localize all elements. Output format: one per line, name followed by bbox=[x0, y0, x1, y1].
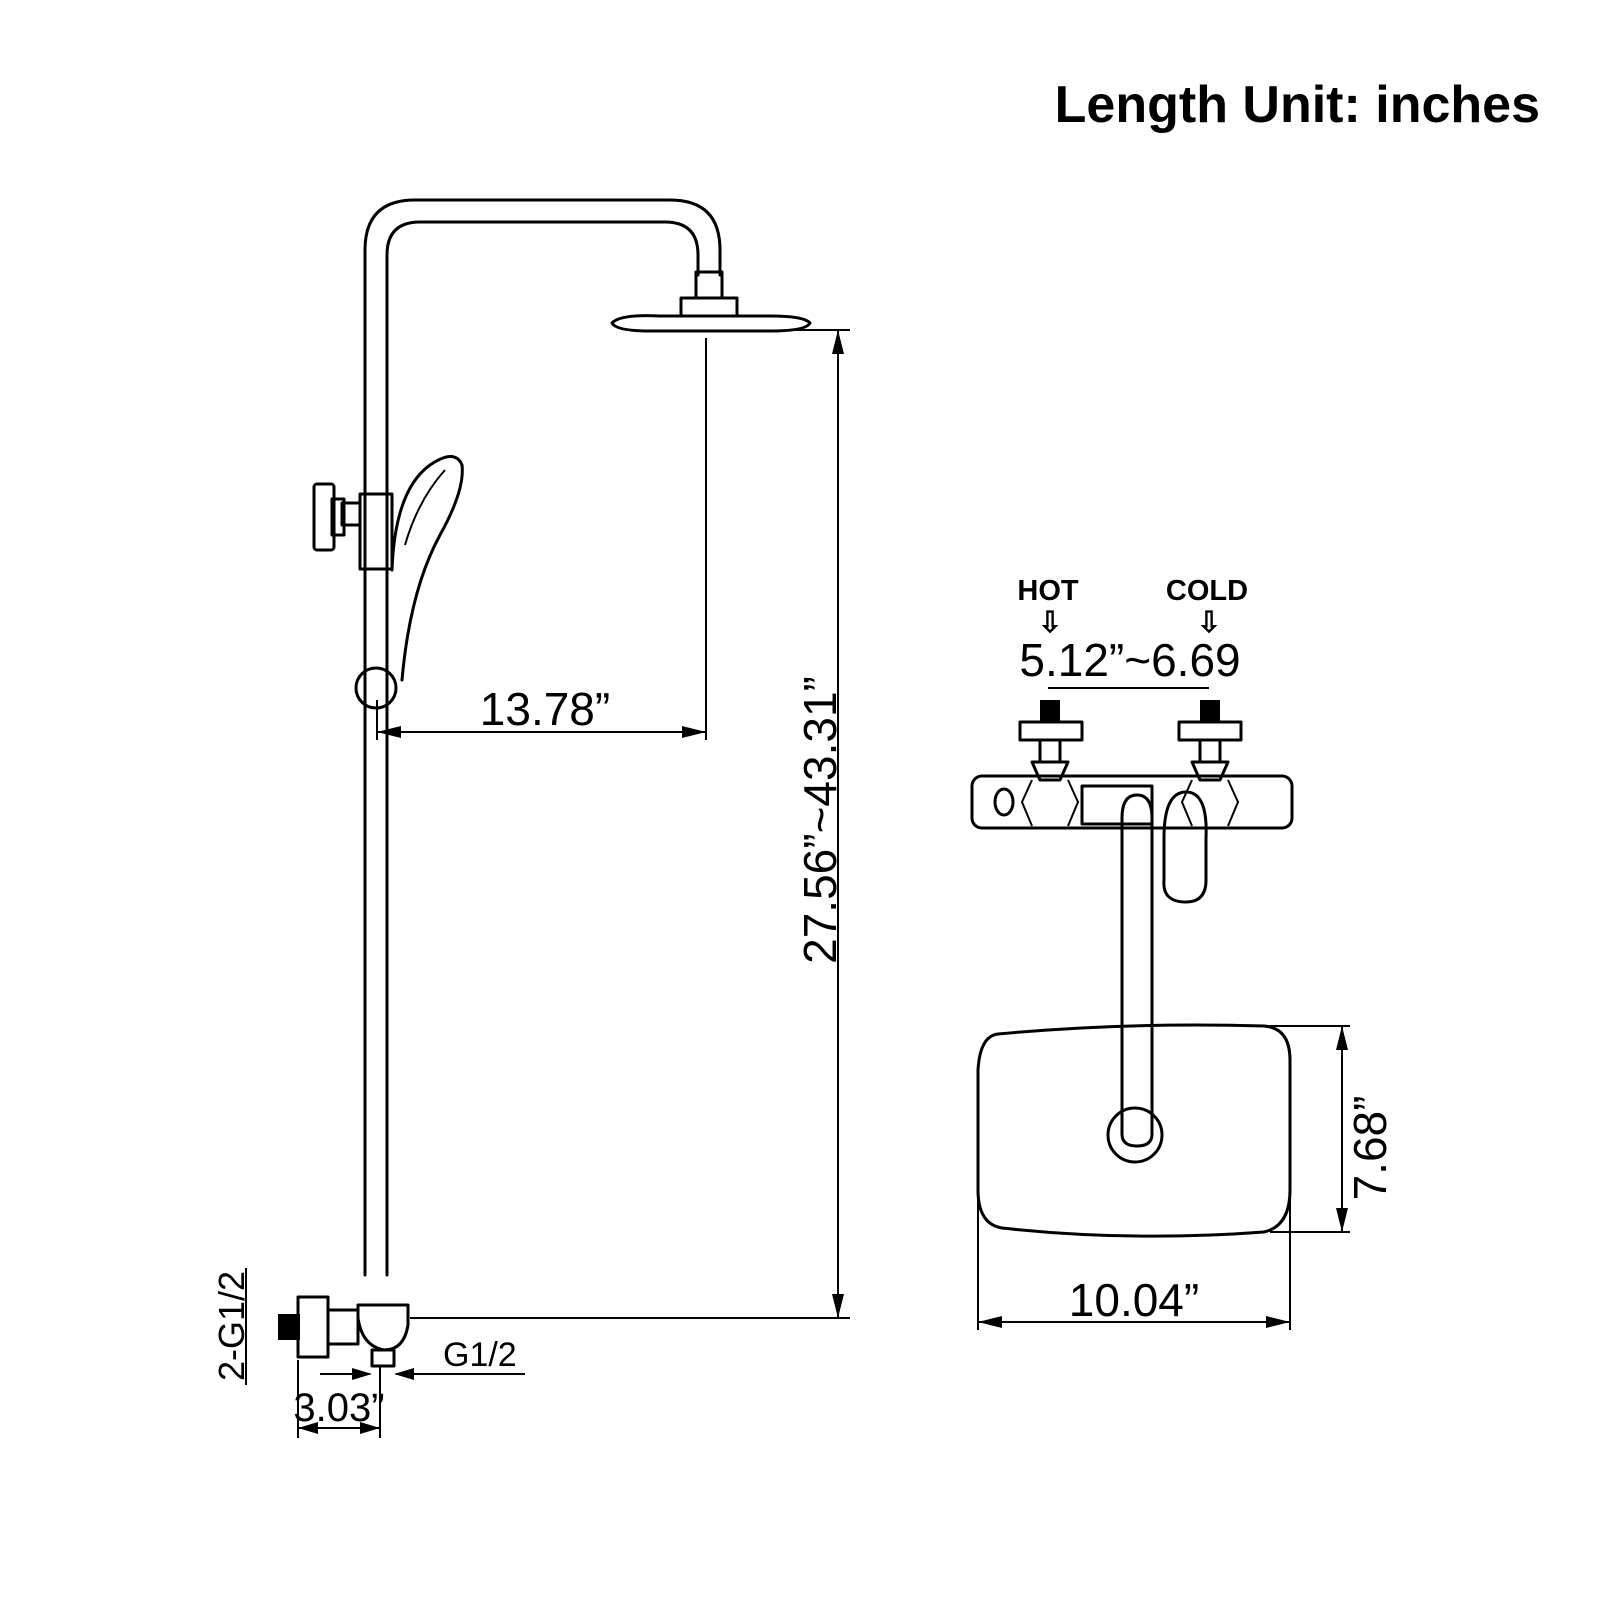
cold-body-taper-right bbox=[1227, 779, 1240, 827]
column-top-view bbox=[1120, 793, 1154, 1136]
height-arrow-bottom bbox=[832, 1294, 844, 1318]
diverter-outlet bbox=[370, 1348, 396, 1368]
depth-arrow-bottom bbox=[1336, 1208, 1348, 1232]
holder-knob-stem bbox=[330, 497, 346, 537]
depth-arrow-top bbox=[1336, 1026, 1348, 1050]
cold-inlet-cap bbox=[1200, 700, 1220, 722]
diverter-body bbox=[356, 1303, 410, 1352]
offset-arrow-right bbox=[360, 1422, 380, 1434]
height-arrow-top bbox=[832, 330, 844, 354]
hot-inlet-stem bbox=[1038, 738, 1062, 764]
hot-body-taper bbox=[1020, 779, 1033, 827]
holder-knob bbox=[312, 482, 336, 552]
cold-inlet-stem bbox=[1198, 738, 1222, 764]
wall-flange bbox=[296, 1295, 330, 1359]
holder-clamp bbox=[358, 492, 394, 571]
offset-arrow-left bbox=[298, 1422, 318, 1434]
unit-label: Length Unit: inches bbox=[1055, 76, 1540, 134]
side-view: 13.78” 27.56”~43.31” 2-G1/2 G1/2 3.03” bbox=[211, 198, 850, 1438]
rain-shower-head bbox=[610, 314, 812, 333]
cold-inlet-nut bbox=[1190, 760, 1230, 782]
cold-down-arrow-icon: ⇩ bbox=[1197, 607, 1221, 639]
column-end-top-view bbox=[1120, 1132, 1154, 1148]
inlet-thread-wall: 2-G1/2 bbox=[211, 1271, 252, 1381]
shower-head-top-view bbox=[976, 1023, 1292, 1238]
head-swivel bbox=[679, 296, 739, 318]
diverter-block bbox=[1080, 784, 1154, 826]
shower-column-outline-inner bbox=[385, 220, 700, 1277]
hand-shower bbox=[390, 455, 464, 682]
hot-body-taper-right bbox=[1067, 779, 1080, 827]
mixer-valve-end-cap bbox=[993, 787, 1015, 817]
outlet-arrow-left bbox=[352, 1368, 372, 1380]
head-width-dimension: 10.04” bbox=[1069, 1274, 1199, 1326]
shower-column-outline-outer bbox=[363, 198, 722, 1277]
mixer-valve-body bbox=[970, 774, 1294, 830]
height-range-dimension: 27.56”~43.31” bbox=[794, 676, 846, 964]
inlet-pipe bbox=[278, 1314, 300, 1340]
arm-reach-dimension: 13.78” bbox=[480, 683, 610, 735]
holder-knob-neck bbox=[340, 501, 362, 527]
hot-inlet-flange bbox=[1018, 720, 1084, 742]
reach-arrow-left bbox=[377, 726, 401, 738]
cold-body-taper bbox=[1180, 779, 1193, 827]
width-arrow-left bbox=[978, 1316, 1002, 1328]
hand-shower-face bbox=[404, 469, 446, 546]
wall-offset-dimension: 3.03” bbox=[293, 1386, 384, 1430]
inlet-spacing-dimension: 5.12”~6.69 bbox=[1019, 634, 1240, 686]
hot-label: HOT bbox=[1017, 575, 1079, 607]
hand-shower-top-view bbox=[1162, 790, 1208, 904]
diverter-nut bbox=[326, 1308, 360, 1346]
outlet-thread: G1/2 bbox=[443, 1336, 517, 1374]
cold-label: COLD bbox=[1166, 575, 1248, 607]
head-connector bbox=[694, 270, 724, 300]
hot-inlet-nut bbox=[1030, 760, 1070, 782]
cold-inlet-flange bbox=[1177, 720, 1243, 742]
hot-inlet-cap bbox=[1040, 700, 1060, 722]
outlet-arrow-right bbox=[394, 1368, 414, 1380]
shower-head-center-ring bbox=[1106, 1106, 1164, 1164]
width-arrow-right bbox=[1266, 1316, 1290, 1328]
reach-arrow-right bbox=[682, 726, 706, 738]
head-depth-dimension: 7.68” bbox=[1344, 1096, 1396, 1201]
hot-down-arrow-icon: ⇩ bbox=[1038, 607, 1062, 639]
top-view: HOT COLD ⇩ ⇩ 5.12”~6.69 bbox=[970, 575, 1396, 1330]
